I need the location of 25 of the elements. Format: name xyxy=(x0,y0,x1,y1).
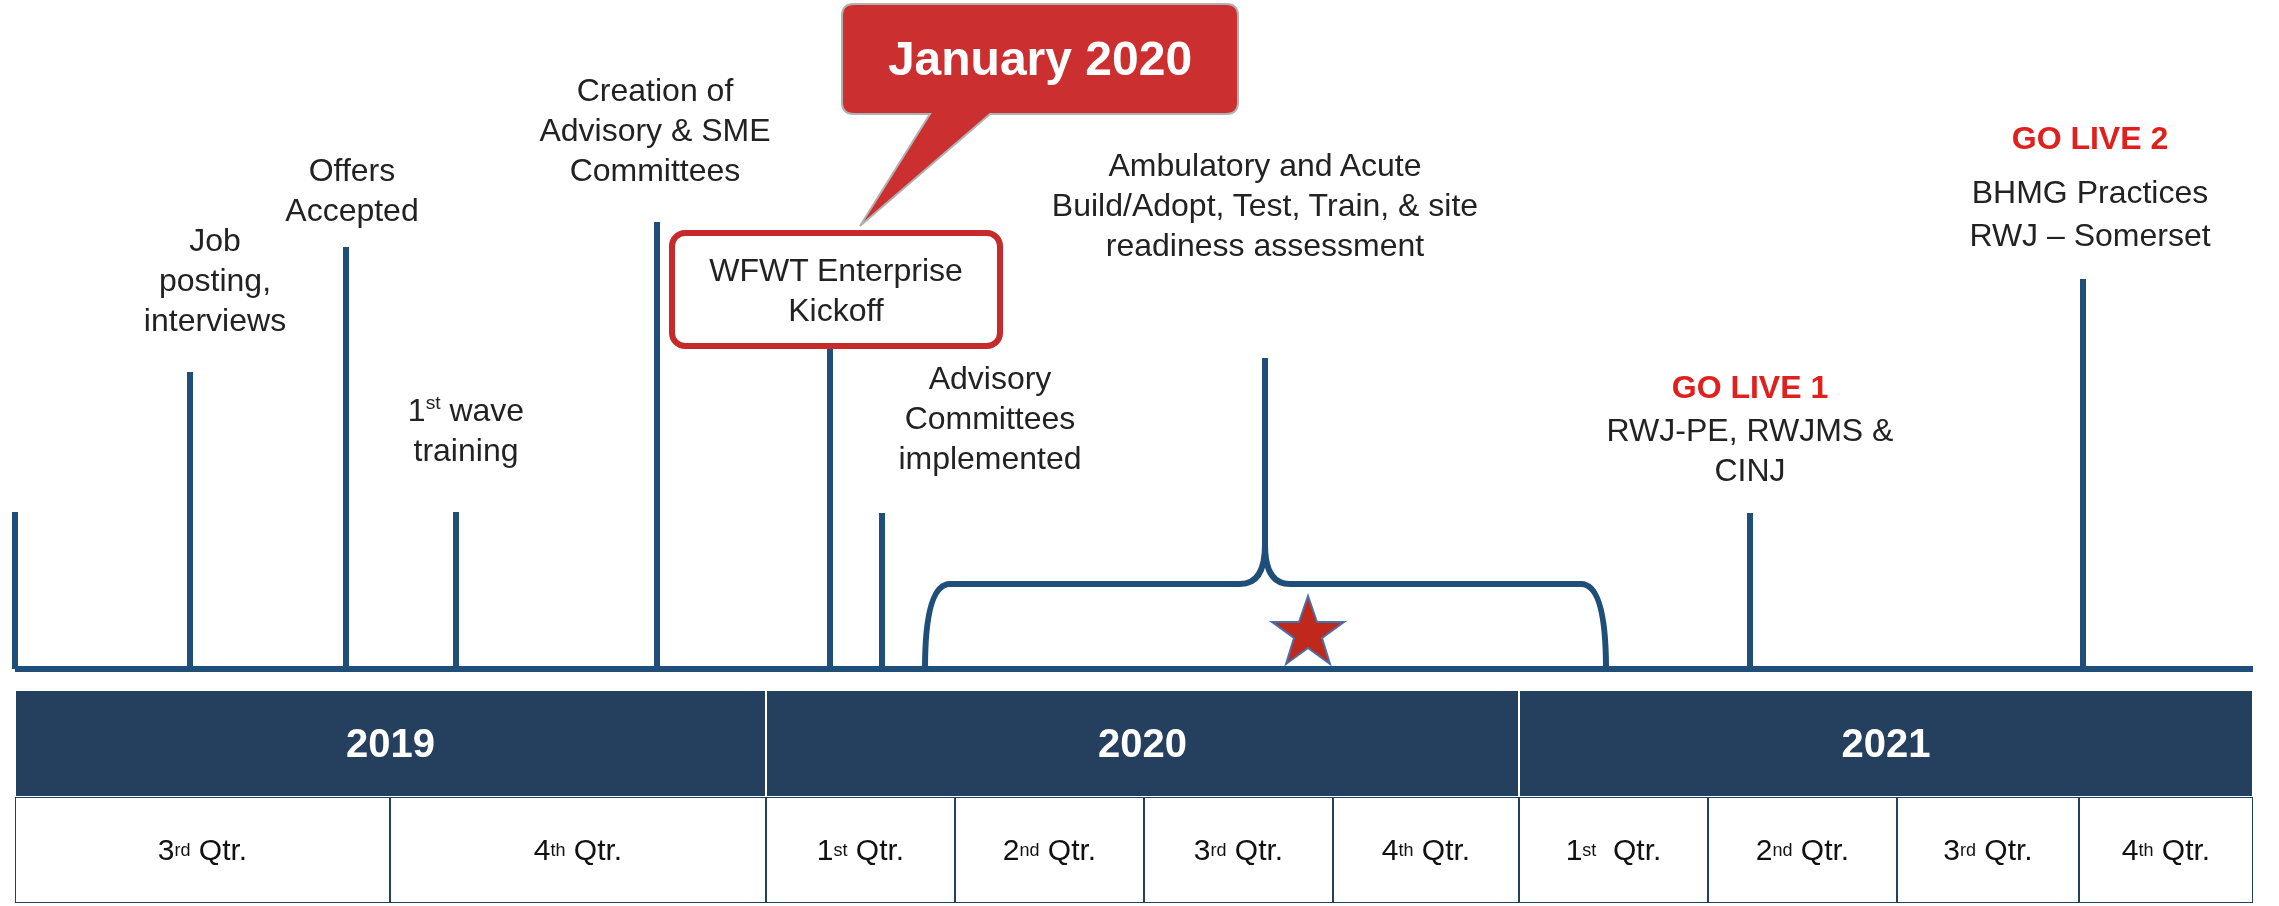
quarter-cell: 1$^{st}$ Qtr. xyxy=(766,797,955,903)
quarter-cell: 2$^{nd}$ Qtr. xyxy=(1708,797,1897,903)
milestone-label: 1$^{st}$ wave training xyxy=(406,390,526,470)
milestone-label: RWJ – Somerset xyxy=(1968,216,2212,255)
year-header-cell: 2021 xyxy=(1519,690,2253,797)
milestone-label: BHMG Practices xyxy=(1970,173,2210,212)
milestone-label: Advisory Committees implemented xyxy=(897,359,1083,478)
quarter-cell: 1$^{st}$ Qtr. xyxy=(1519,797,1708,903)
milestone-label: Offers Accepted xyxy=(284,151,420,230)
milestone-label: Job posting, interviews xyxy=(142,222,287,340)
quarter-cell: 4$^{th}$ Qtr. xyxy=(1333,797,1519,903)
year-header-cell: 2020 xyxy=(766,690,1519,797)
year-header-cell: 2019 xyxy=(15,690,766,797)
milestone-label: RWJ-PE, RWJMS & CINJ xyxy=(1605,411,1895,490)
quarter-cell: 4$^{th}$ Qtr. xyxy=(390,797,766,903)
go-live-heading: GO LIVE 1 xyxy=(1670,368,1830,407)
quarter-cell: 3$^{rd}$ Qtr. xyxy=(1144,797,1333,903)
milestone-label: Ambulatory and Acute Build/Adopt, Test, Train, & site readiness assessment xyxy=(1050,146,1480,265)
go-live-heading: GO LIVE 2 xyxy=(2010,119,2170,158)
quarter-cell: 3$^{rd}$ Qtr. xyxy=(15,797,390,903)
kickoff-box: WFWT Enterprise Kickoff xyxy=(669,230,1003,349)
quarter-cell: 3$^{rd}$ Qtr. xyxy=(1897,797,2079,903)
quarter-cell: 2$^{nd}$ Qtr. xyxy=(955,797,1144,903)
quarter-cell: 4$^{th}$ Qtr. xyxy=(2079,797,2253,903)
milestone-label: Creation of Advisory & SME Committees xyxy=(538,71,772,190)
